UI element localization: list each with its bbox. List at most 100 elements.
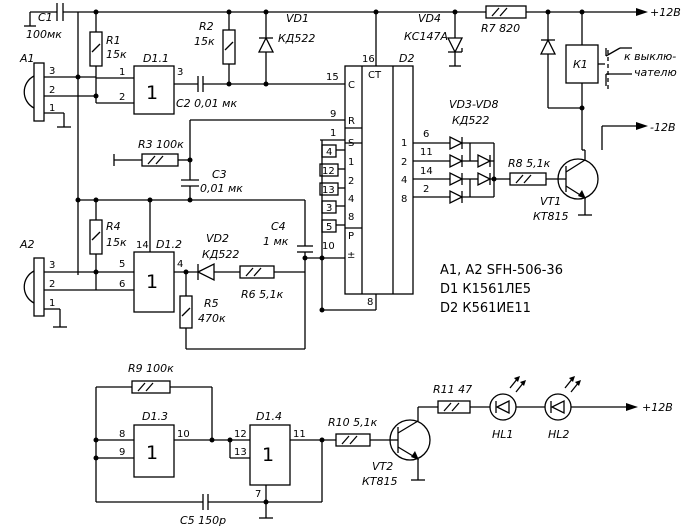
r6-resistor — [239, 265, 275, 279]
a1-ir-receiver — [23, 62, 96, 128]
d1-4-pin7: 7 — [255, 489, 261, 500]
d2-pin15: 15 — [326, 72, 339, 83]
d1-2-symbol: 1 — [146, 271, 158, 293]
d1-1-symbol: 1 — [146, 82, 158, 104]
d2-pin8: 8 — [367, 297, 373, 308]
vd1-value: КД522 — [278, 32, 315, 45]
d2-r: R — [348, 116, 355, 127]
d2-pm: ± — [347, 250, 355, 261]
d2-ct: СТ — [368, 70, 382, 81]
r2-value: 15к — [194, 35, 215, 48]
vd-pin2: 2 — [423, 184, 429, 195]
r1-resistor — [89, 31, 103, 67]
a2-pin2: 2 — [49, 279, 55, 290]
a1-pin1: 1 — [49, 103, 55, 114]
hl2-led — [544, 376, 581, 421]
d1-3-pin8: 8 — [119, 429, 125, 440]
legend-a1a2: А1, А2 SFH-506-36 — [440, 263, 563, 278]
legend-d2: D2 К561ИЕ11 — [440, 301, 531, 316]
d1-4-label: D1.4 — [256, 410, 282, 423]
vd-pin11: 11 — [420, 147, 433, 158]
vd38-value: КД522 — [452, 114, 489, 127]
r4-label: R4 — [106, 220, 121, 233]
a2-pin1: 1 — [49, 298, 55, 309]
vt1-transistor — [557, 149, 599, 216]
top-power-rail — [24, 3, 648, 27]
c1-value: 100мк — [26, 28, 62, 41]
d1-1-pin1: 1 — [119, 67, 125, 78]
d1-1-pin2: 2 — [119, 92, 125, 103]
d1-1-label: D1.1 — [143, 52, 169, 65]
r11-label: R11 47 — [433, 383, 472, 396]
d2-o4: 4 — [401, 175, 407, 186]
d2-o2: 2 — [401, 157, 407, 168]
d2-i2: 2 — [348, 176, 354, 187]
r11-resistor — [437, 400, 471, 414]
r1-value: 15к — [106, 48, 127, 61]
vt1-label: VT1 — [540, 195, 561, 208]
vd2-diode — [196, 262, 215, 282]
vd-pin6: 6 — [423, 129, 429, 140]
plus12-top-label: +12В — [650, 6, 681, 19]
d2-pin16: 16 — [362, 54, 375, 65]
c3-label: С3 — [212, 168, 227, 181]
r5-value: 470к — [198, 312, 226, 325]
d1-2-pin4: 4 — [177, 259, 183, 270]
d1-3-label: D1.3 — [142, 410, 168, 423]
c2-label: С2 0,01 мк — [176, 97, 237, 110]
vt2-transistor — [389, 407, 431, 481]
d1-1-pin3: 3 — [177, 67, 183, 78]
hl1-label: HL1 — [492, 428, 513, 441]
vd-pin14: 14 — [420, 166, 433, 177]
r10-resistor — [335, 433, 371, 447]
d1-2-label: D1.2 — [156, 238, 182, 251]
d2-pin9: 9 — [330, 109, 336, 120]
switch-label: к выклю- — [624, 50, 676, 63]
k1-label: К1 — [573, 58, 588, 71]
r2-label: R2 — [199, 20, 214, 33]
r8-label: R8 5,1к — [508, 157, 551, 170]
vd38-label: VD3-VD8 — [449, 98, 499, 111]
d1-4-gate — [249, 424, 291, 486]
r3-label: R3 100к — [138, 138, 184, 151]
r10-label: R10 5,1к — [328, 416, 378, 429]
d2-pin13: 13 — [322, 185, 335, 196]
a2-label: А2 — [19, 238, 35, 251]
vd4-label: VD4 — [418, 12, 441, 25]
vt1-value: КТ815 — [533, 210, 569, 223]
d1-4-pin13: 13 — [234, 447, 247, 458]
a2-pin3: 3 — [49, 260, 55, 271]
r2-resistor — [222, 29, 236, 65]
a1-pin3: 3 — [49, 66, 55, 77]
d2-pin10: 10 — [322, 241, 335, 252]
d1-2-gate — [133, 251, 175, 313]
c5-label: С5 150р — [180, 514, 226, 527]
r6-label: R6 5,1к — [241, 288, 284, 301]
d2-s: S — [348, 138, 354, 149]
vd2-label: VD2 — [206, 232, 229, 245]
r5-resistor — [179, 295, 193, 329]
d2-pin5: 5 — [326, 222, 332, 233]
vd3-vd8-diodes — [449, 135, 492, 205]
minus12-label: -12В — [650, 121, 676, 134]
a1-label: А1 — [19, 52, 35, 65]
r3-resistor — [141, 153, 179, 167]
d2-p: P — [348, 231, 354, 242]
r5-label: R5 — [204, 297, 219, 310]
r9-label: R9 100к — [128, 362, 174, 375]
c4-label: С4 — [271, 220, 286, 233]
vd2-value: КД522 — [202, 248, 239, 261]
r8-resistor — [509, 172, 547, 186]
d1-4-pin11: 11 — [293, 429, 306, 440]
d2-pin12: 12 — [322, 166, 335, 177]
r1-label: R1 — [106, 34, 121, 47]
d2-counter — [344, 65, 414, 295]
vt2-label: VT2 — [372, 460, 393, 473]
switch-label-2: чателю — [634, 66, 677, 79]
r4-resistor — [89, 219, 103, 255]
d2-i8: 8 — [348, 212, 354, 223]
r9-resistor — [131, 380, 171, 394]
r7-label: R7 820 — [481, 22, 520, 35]
d2-o1: 1 — [401, 138, 407, 149]
d1-2-pin5: 5 — [119, 259, 125, 270]
